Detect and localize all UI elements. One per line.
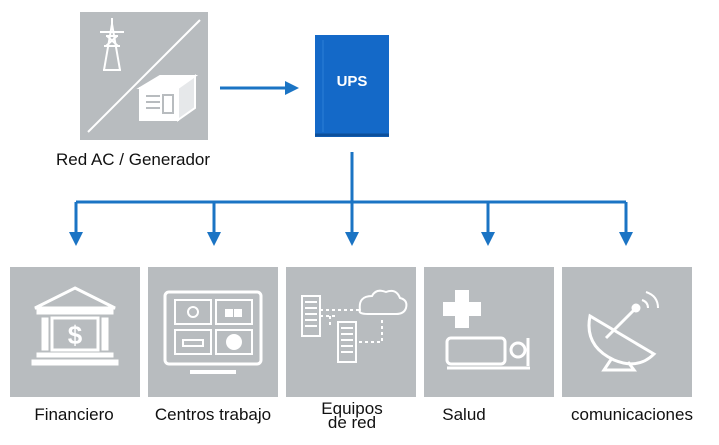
satellite-dish-icon — [587, 291, 659, 372]
bank-dollar-icon: $ — [31, 286, 119, 366]
category-tile-equipos-de-red — [286, 267, 416, 397]
network-equipment-cloud-icon — [301, 289, 408, 363]
source-label: Red AC / Generador — [56, 150, 211, 169]
category-label-comunicaciones: comunicaciones — [571, 405, 693, 424]
category-label-financiero: Financiero — [34, 405, 114, 424]
source-tile — [80, 12, 208, 140]
category-tile-financiero: $ — [10, 267, 140, 397]
power-tower-and-generator-icon — [87, 18, 201, 133]
category-tile-centros-trabajo — [148, 267, 278, 397]
category-label-salud: Salud — [442, 405, 486, 424]
medical-cross-bed-icon — [443, 290, 530, 370]
category-label-equipos-de-red: Equipos de red — [321, 399, 383, 432]
distribution-arrows — [69, 152, 633, 246]
category-tile-comunicaciones — [562, 267, 692, 397]
monitor-dashboard-icon — [163, 290, 263, 374]
svg-text:$: $ — [68, 320, 83, 350]
ups-cabinet: UPS — [315, 35, 389, 137]
category-label-centros-trabajo: Centros trabajo — [154, 405, 272, 424]
ups-label: UPS — [337, 73, 368, 90]
arrow-source-to-ups — [220, 81, 299, 95]
category-tile-salud — [424, 267, 554, 397]
